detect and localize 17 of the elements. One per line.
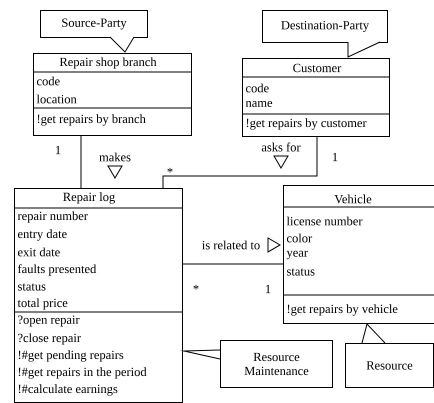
speech-bubble: Destination-Party: [262, 10, 388, 58]
edge-label: makes: [99, 152, 131, 162]
edge-label: asks for: [262, 142, 300, 152]
association-line: [80, 136, 82, 188]
speech-bubble: Resource Maintenance: [180, 340, 333, 388]
class-box: Repair shop branch code location !get repairs by branch: [32, 53, 192, 136]
speech-bubble: Resource: [345, 323, 434, 388]
multiplicity: 1: [332, 152, 338, 162]
multiplicity: 1: [266, 284, 270, 294]
class-box: Vehicle license number color year status !get repairs by vehicle: [282, 185, 434, 324]
multiplicity: *: [168, 168, 173, 172]
class-box: Repair log repair number entry date exit date faults presented status total price ?open repair ?close repair !#get pending repairs !#get repairs in the period !#calculate earnings: [14, 188, 183, 403]
association-line: [162, 136, 318, 188]
class-box: Customer code name !get repairs by customer: [242, 58, 390, 137]
speech-bubble: Source-Party: [40, 10, 148, 53]
edge-label: is related to: [202, 240, 260, 250]
multiplicity: 1: [56, 146, 60, 154]
